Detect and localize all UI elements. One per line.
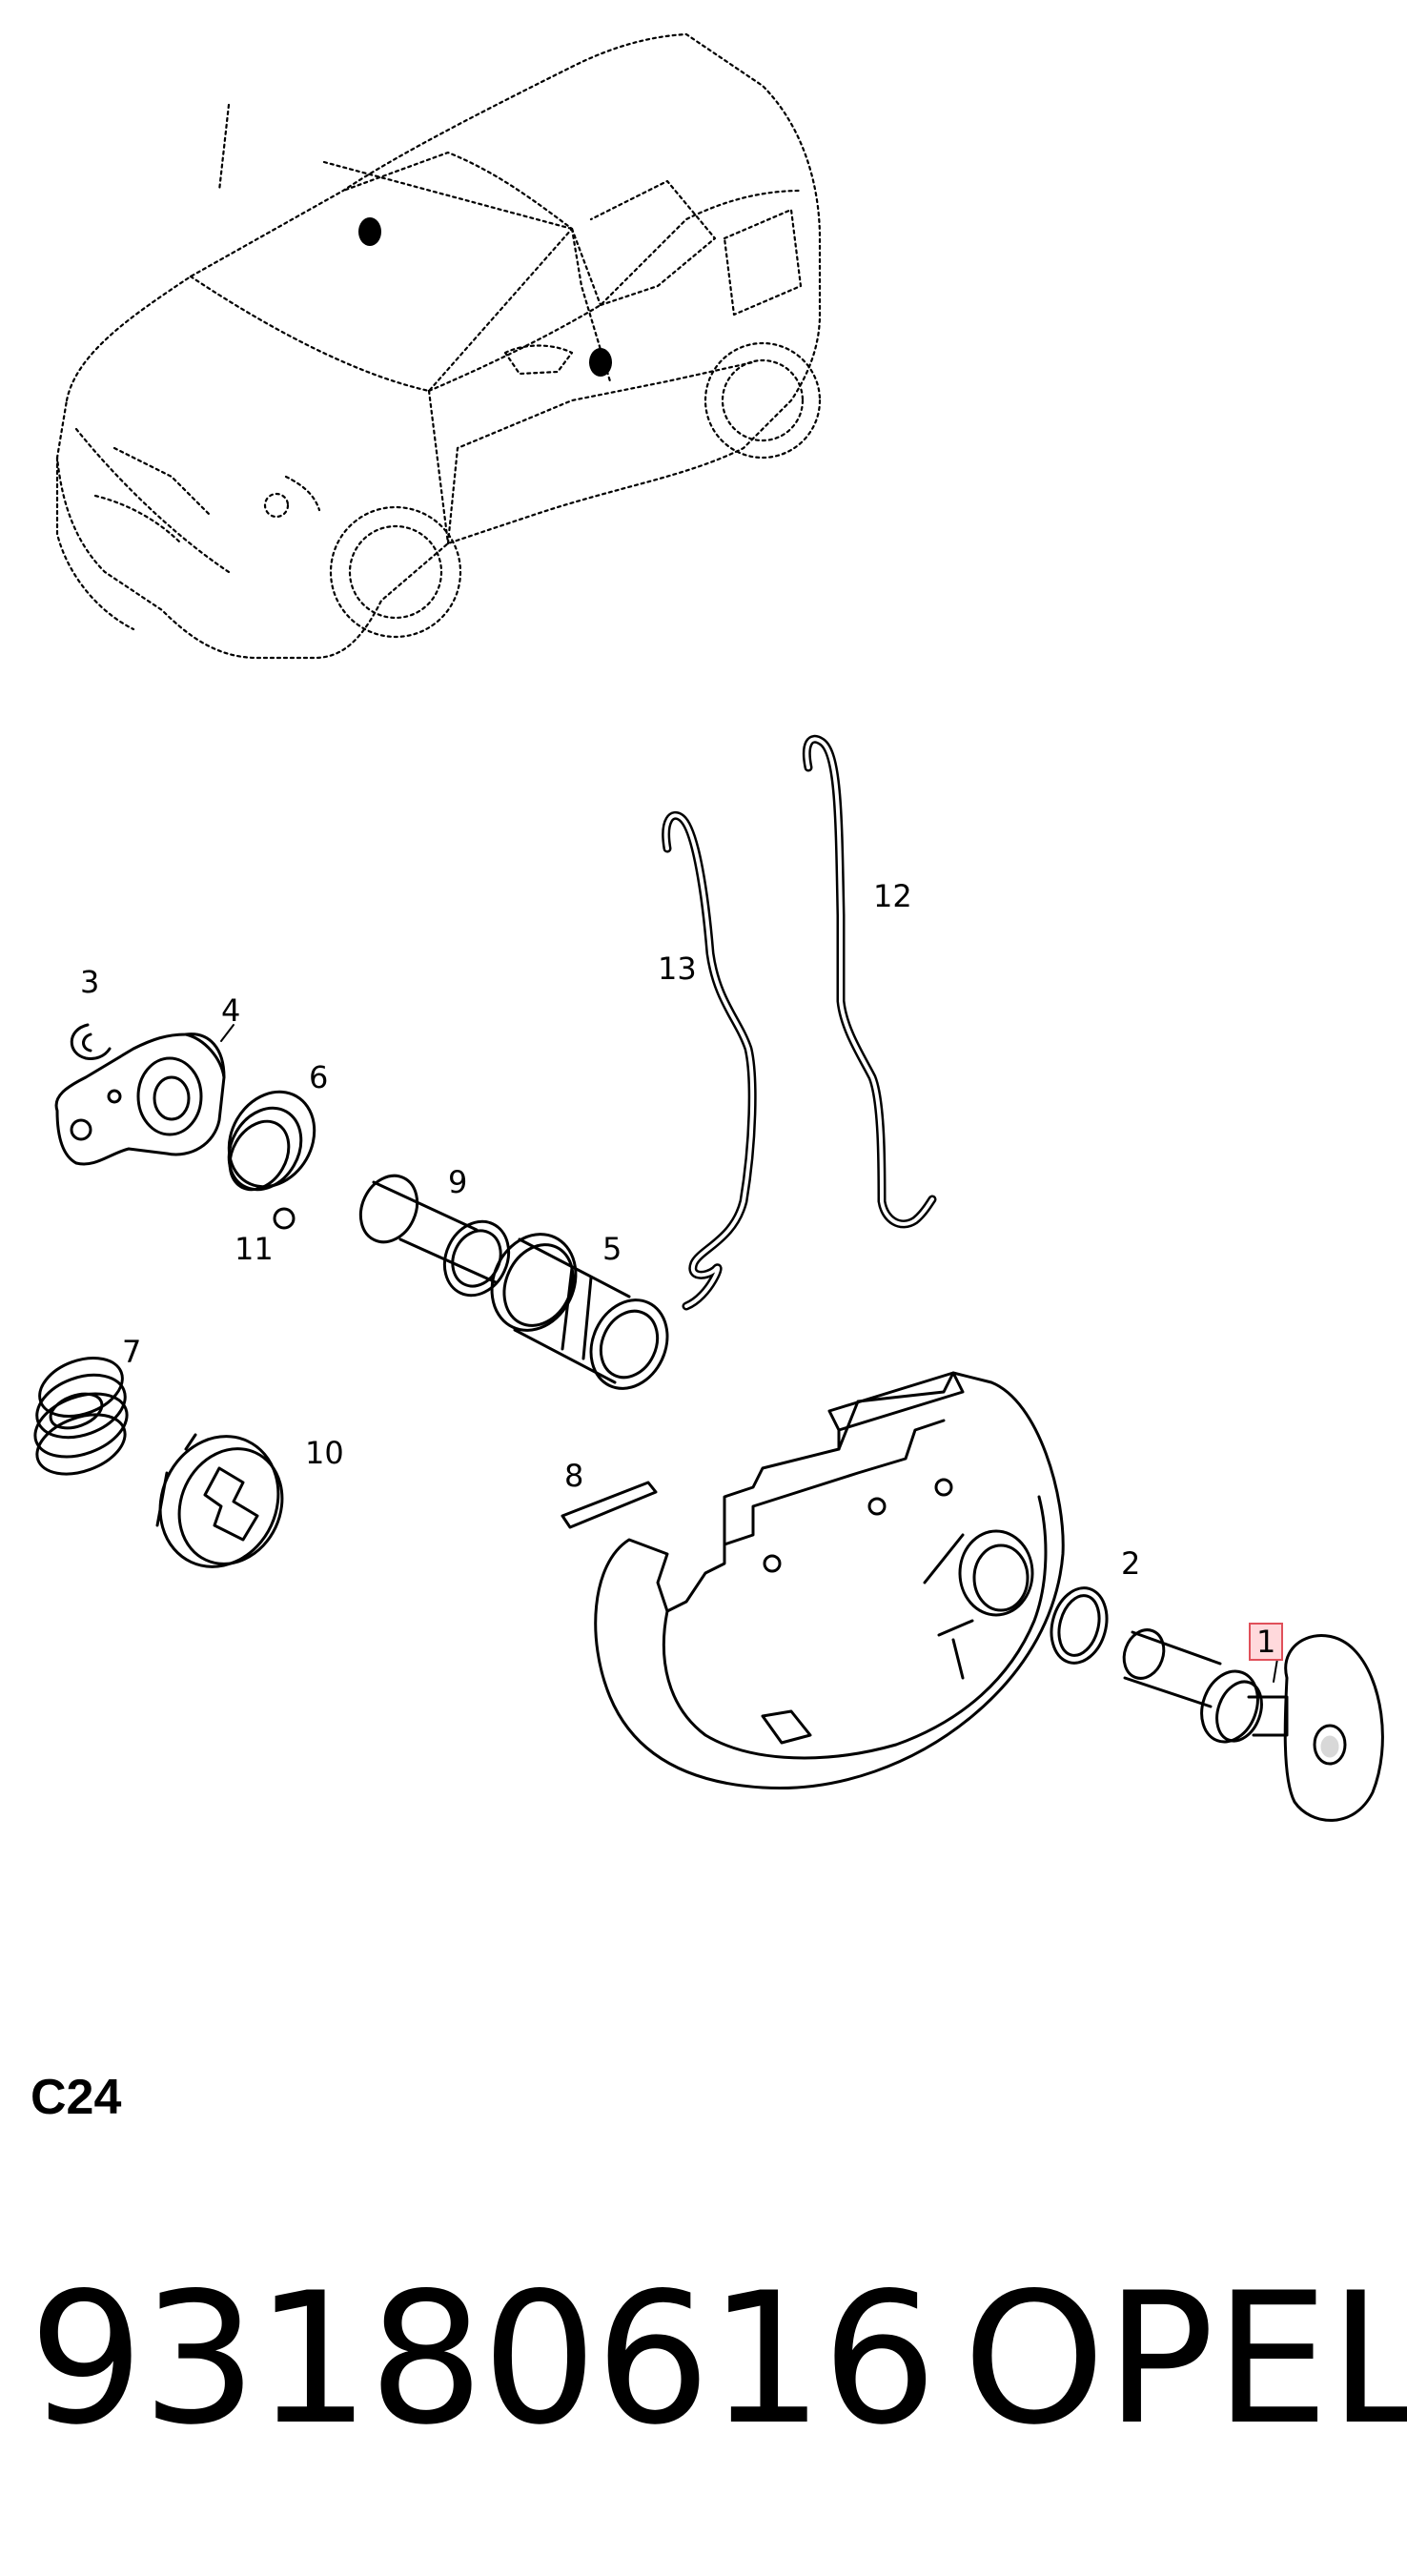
callout-12: 12 xyxy=(873,878,912,914)
callout-5: 5 xyxy=(602,1231,622,1267)
callout-8: 8 xyxy=(564,1458,584,1494)
callout-3: 3 xyxy=(80,964,100,1000)
callout-7: 7 xyxy=(122,1334,142,1370)
exploded-view-drawing xyxy=(33,32,1384,1822)
rod-12 xyxy=(802,734,937,1229)
ring-6 xyxy=(227,1090,316,1192)
cylinder-10 xyxy=(155,1433,284,1568)
car-overview-illustration xyxy=(55,32,822,660)
callout-13: 13 xyxy=(658,951,697,987)
leader-lines xyxy=(220,1024,1278,1683)
callout-1[interactable]: 1 xyxy=(1249,1623,1284,1661)
sleeve-9 xyxy=(358,1174,511,1298)
washer-11 xyxy=(273,1207,296,1230)
part-number: 93180616 xyxy=(29,2254,937,2464)
marker-roof-dot xyxy=(358,217,381,246)
brand-name: OPEL xyxy=(963,2254,1407,2464)
pin-8 xyxy=(561,1481,658,1529)
callout-6: 6 xyxy=(309,1059,329,1095)
callout-9: 9 xyxy=(448,1164,468,1200)
handle-housing xyxy=(594,1371,1065,1790)
callout-10: 10 xyxy=(305,1435,344,1471)
callout-11: 11 xyxy=(234,1231,274,1267)
marker-door-handle-dot xyxy=(589,348,612,377)
lock-cylinder-1 xyxy=(1122,1628,1384,1822)
bracket-4 xyxy=(54,1032,226,1166)
callout-2: 2 xyxy=(1121,1545,1141,1582)
housing-5 xyxy=(490,1233,669,1390)
oring-2 xyxy=(1050,1586,1109,1665)
section-code: C24 xyxy=(31,2070,122,2125)
rod-13 xyxy=(662,810,757,1311)
parts-diagram: 3 4 6 11 9 5 13 12 7 10 8 2 1 xyxy=(33,32,1384,1822)
callout-4: 4 xyxy=(221,992,241,1029)
spring-7 xyxy=(33,1357,129,1476)
clip-3 xyxy=(70,1023,112,1060)
